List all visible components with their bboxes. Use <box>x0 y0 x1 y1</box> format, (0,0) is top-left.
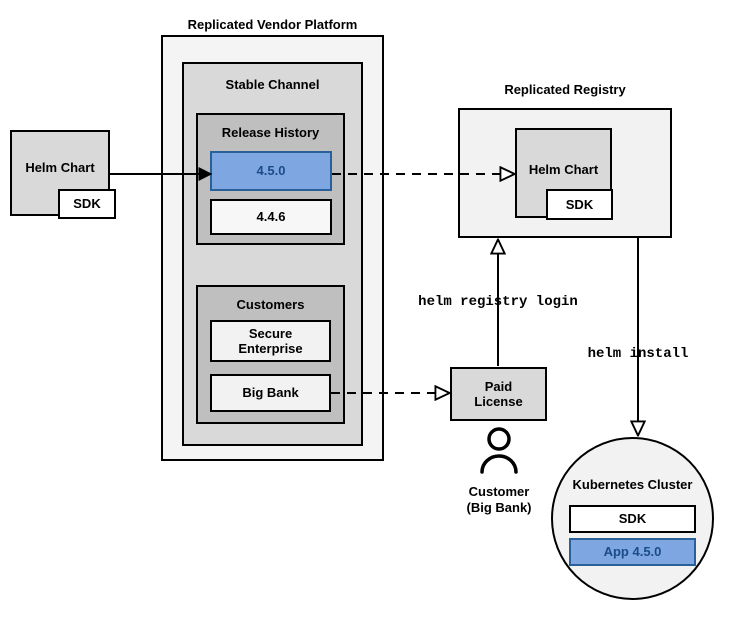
release-4-5-0-box[interactable]: 4.5.0 <box>210 151 332 191</box>
paid-license-label-line2: License <box>474 394 523 409</box>
customer-secure-enterprise-label-line1: Secure <box>248 325 293 341</box>
source-sdk-box: SDK <box>58 189 116 219</box>
paid-license-box: Paid License <box>450 367 547 421</box>
customer-big-bank-label: Big Bank <box>242 385 299 401</box>
release-4-5-0-label: 4.5.0 <box>256 163 286 179</box>
customer-actor-label-line2: (Big Bank) <box>466 500 532 516</box>
vendor-platform-title: Replicated Vendor Platform <box>187 17 358 32</box>
customer-secure-enterprise-label-line2: Enterprise <box>238 341 303 356</box>
stable-channel-title: Stable Channel <box>225 77 320 92</box>
registry-sdk-box: SDK <box>546 189 613 220</box>
kubernetes-cluster-title: Kubernetes Cluster <box>572 477 693 492</box>
cluster-app-box: App 4.5.0 <box>569 538 696 566</box>
customer-secure-enterprise-box[interactable]: Secure Enterprise <box>210 320 331 362</box>
source-sdk-label: SDK <box>73 196 101 212</box>
registry-title: Replicated Registry <box>504 82 626 97</box>
customer-actor-label: Customer (Big Bank) <box>428 484 570 517</box>
helm-install-label: helm install <box>587 346 689 362</box>
customer-big-bank-box[interactable]: Big Bank <box>210 374 331 412</box>
person-icon <box>480 427 518 474</box>
registry-helm-chart-label: Helm Chart <box>528 162 599 177</box>
paid-license-label-line1: Paid <box>484 378 513 394</box>
source-helm-chart-label: Helm Chart <box>25 160 95 175</box>
helm-registry-login-label: helm registry login <box>418 294 578 310</box>
customer-actor-label-line1: Customer <box>468 484 530 499</box>
cluster-app-label: App 4.5.0 <box>603 544 662 560</box>
release-4-4-6-box[interactable]: 4.4.6 <box>210 199 332 235</box>
cluster-sdk-label: SDK <box>618 511 647 527</box>
customers-title: Customers <box>236 297 305 312</box>
cluster-sdk-box: SDK <box>569 505 696 533</box>
registry-sdk-label: SDK <box>565 196 594 212</box>
release-4-4-6-label: 4.4.6 <box>256 209 286 225</box>
release-history-title: Release History <box>221 125 320 140</box>
